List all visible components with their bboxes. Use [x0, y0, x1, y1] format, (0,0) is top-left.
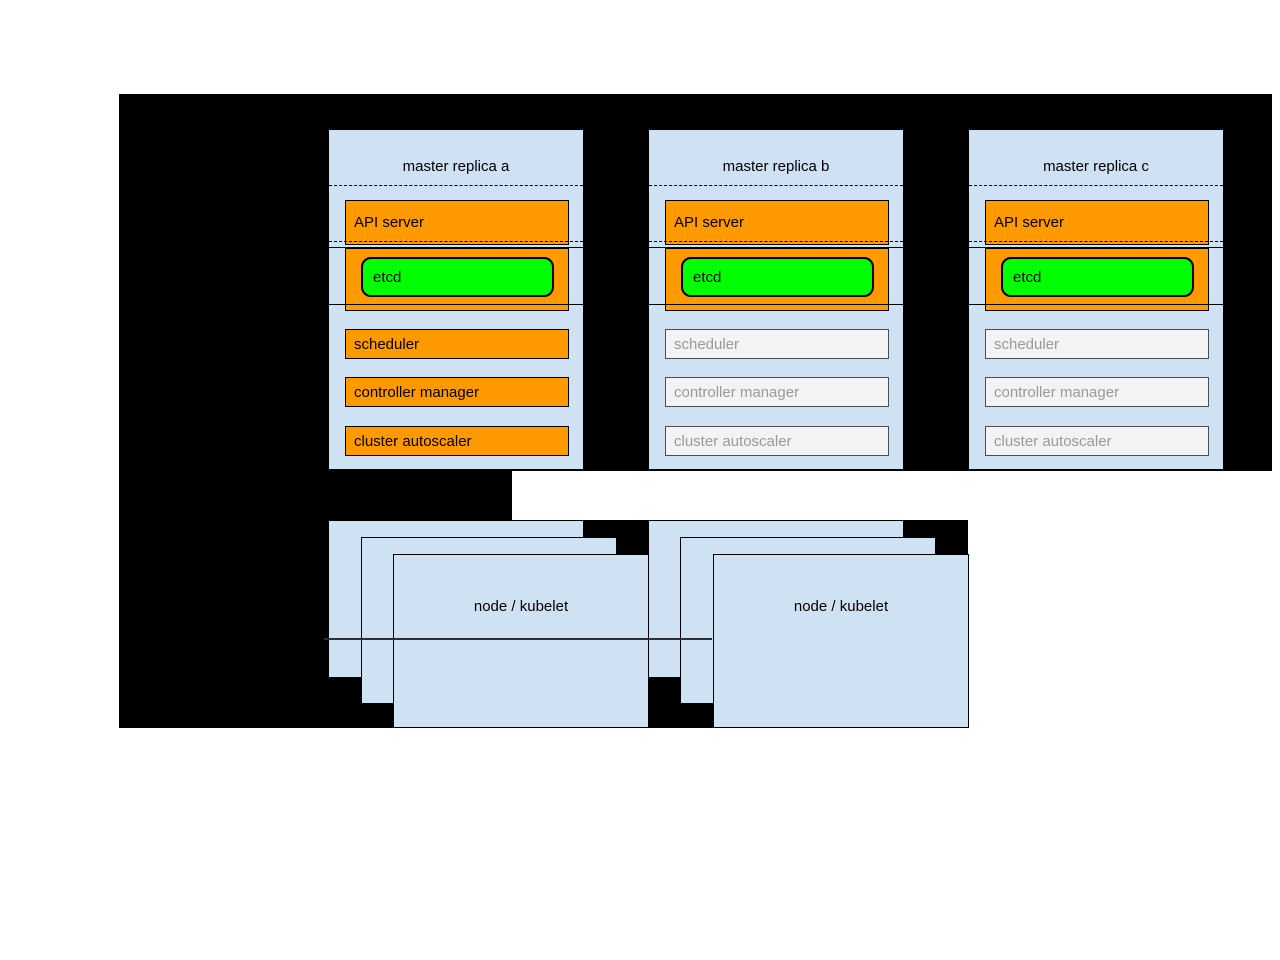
cluster-autoscaler-label: cluster autoscaler — [674, 432, 792, 450]
etcd-label: etcd — [373, 268, 402, 286]
master-title: master replica c — [1043, 158, 1149, 175]
api-server-box: API server — [665, 200, 889, 245]
master-replica-c-box: master replica c API server etcd schedul… — [968, 129, 1224, 470]
divider-solid — [329, 247, 583, 248]
node-stack-divider-line — [644, 638, 712, 640]
divider-solid — [969, 304, 1223, 305]
etcd-label: etcd — [693, 268, 722, 286]
divider-dashed — [649, 241, 903, 242]
scheduler-box: scheduler — [665, 329, 889, 359]
cluster-autoscaler-box: cluster autoscaler — [345, 426, 569, 456]
api-server-label: API server — [994, 214, 1065, 231]
scheduler-box: scheduler — [345, 329, 569, 359]
scheduler-box: scheduler — [985, 329, 1209, 359]
master-title: master replica b — [722, 158, 830, 175]
etcd-box: etcd — [1001, 257, 1194, 297]
cluster-autoscaler-label: cluster autoscaler — [994, 432, 1112, 450]
controller-manager-label: controller manager — [674, 383, 800, 401]
divider-dashed — [649, 185, 903, 186]
scheduler-label: scheduler — [674, 335, 740, 353]
divider-solid — [329, 304, 583, 305]
api-server-box: API server — [345, 200, 569, 245]
divider-dashed — [969, 185, 1223, 186]
node-stack-divider-line — [324, 638, 649, 640]
divider-solid — [969, 247, 1223, 248]
controller-manager-label: controller manager — [994, 383, 1120, 401]
api-server-box: API server — [985, 200, 1209, 245]
node-kubelet-box: node / kubelet — [393, 554, 649, 728]
cluster-autoscaler-label: cluster autoscaler — [354, 432, 472, 450]
node-kubelet-label: node / kubelet — [793, 597, 889, 615]
divider-dashed — [329, 241, 583, 242]
etcd-outer-box: etcd — [665, 248, 889, 311]
divider-dashed — [329, 185, 583, 186]
cluster-autoscaler-box: cluster autoscaler — [665, 426, 889, 456]
etcd-box: etcd — [681, 257, 874, 297]
node-kubelet-label: node / kubelet — [473, 597, 569, 615]
divider-solid — [649, 304, 903, 305]
master-replica-a-box: master replica a API server etcd schedul… — [328, 129, 584, 470]
master-replica-b-box: master replica b API server etcd schedul… — [648, 129, 904, 470]
etcd-outer-box: etcd — [345, 248, 569, 311]
node-kubelet-box: node / kubelet — [713, 554, 969, 728]
etcd-outer-box: etcd — [985, 248, 1209, 311]
divider-dashed — [969, 241, 1223, 242]
etcd-box: etcd — [361, 257, 554, 297]
api-server-label: API server — [354, 214, 425, 231]
scheduler-label: scheduler — [994, 335, 1060, 353]
controller-manager-box: controller manager — [665, 377, 889, 407]
scheduler-label: scheduler — [354, 335, 420, 353]
cluster-autoscaler-box: cluster autoscaler — [985, 426, 1209, 456]
etcd-label: etcd — [1013, 268, 1042, 286]
api-server-label: API server — [674, 214, 745, 231]
divider-solid — [649, 247, 903, 248]
controller-manager-box: controller manager — [985, 377, 1209, 407]
controller-manager-box: controller manager — [345, 377, 569, 407]
master-title: master replica a — [402, 158, 510, 175]
controller-manager-label: controller manager — [354, 383, 480, 401]
